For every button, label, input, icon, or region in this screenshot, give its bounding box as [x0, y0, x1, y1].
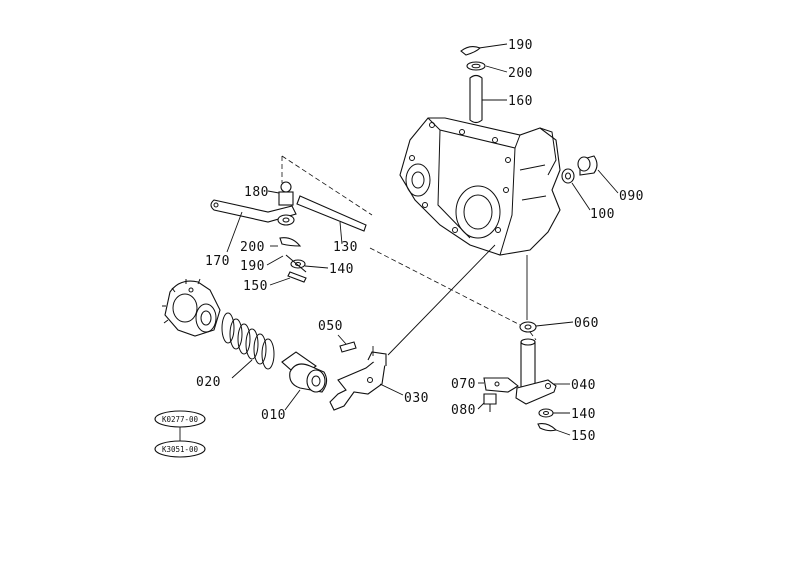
reference-label-2: K3051-00: [162, 445, 199, 454]
callout-190-top: 190: [508, 38, 533, 53]
callout-170: 170: [205, 254, 230, 269]
callout-060: 060: [574, 316, 599, 331]
callout-140-left: 140: [329, 262, 354, 277]
callout-030: 030: [404, 391, 429, 406]
gear-clutch-assembly: [162, 278, 221, 337]
reference-label-1: K0277-00: [162, 415, 199, 424]
callout-090: 090: [619, 189, 644, 204]
callout-190-left: 190: [240, 259, 265, 274]
callout-050: 050: [318, 319, 343, 334]
callout-150-left: 150: [243, 279, 268, 294]
callout-020: 020: [196, 375, 221, 390]
top-pin-assembly: [460, 43, 508, 124]
shifter-sleeve: [281, 351, 328, 411]
callout-070: 070: [451, 377, 476, 392]
callout-labels: 190 200 160 090 100 180 170 200 130 190 …: [196, 38, 644, 444]
callout-140-right: 140: [571, 407, 596, 422]
shift-shaft-arm: [477, 338, 570, 412]
plug-and-washer: [561, 155, 619, 211]
callout-200-top: 200: [508, 66, 533, 81]
gear-case-housing: [399, 117, 561, 256]
lever-and-link: [210, 181, 367, 253]
shift-fork: [329, 334, 404, 411]
callout-100: 100: [590, 207, 615, 222]
callout-080: 080: [451, 403, 476, 418]
callout-160: 160: [508, 94, 533, 109]
coil-spring: [221, 312, 275, 379]
right-small-parts: [537, 408, 571, 436]
callout-180: 180: [244, 185, 269, 200]
washer-060: [519, 321, 574, 333]
callout-200-left: 200: [240, 240, 265, 255]
callout-010: 010: [261, 408, 286, 423]
callout-150-right: 150: [571, 429, 596, 444]
callout-130: 130: [333, 240, 358, 255]
callout-040: 040: [571, 378, 596, 393]
alignment-lines: [281, 155, 537, 356]
left-small-parts: [266, 237, 329, 286]
reference-ovals: K0277-00 K3051-00: [154, 410, 206, 458]
